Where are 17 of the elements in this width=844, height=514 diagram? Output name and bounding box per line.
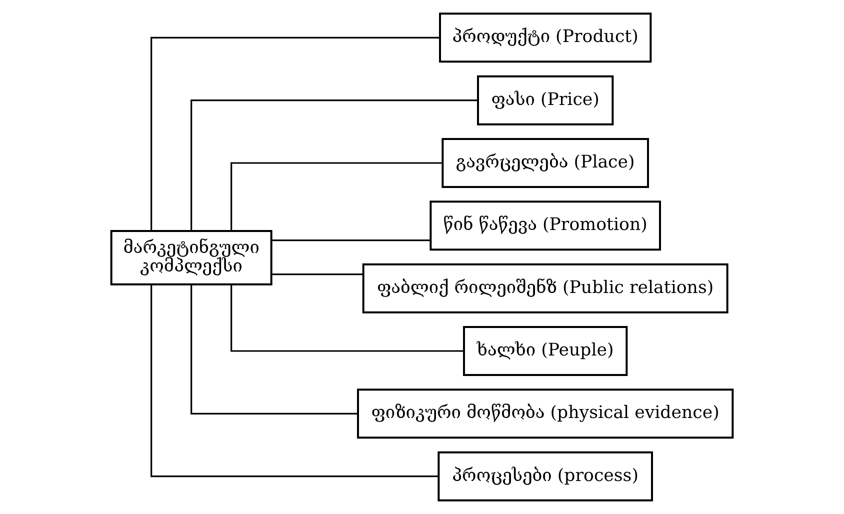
node-box: ფიზიკური მოწმობა (physical evidence)	[357, 388, 734, 439]
node-box: პროდუქტი (Product)	[439, 12, 652, 63]
connector	[230, 162, 443, 231]
node-box: ფასი (Price)	[477, 75, 614, 126]
node-box: წინ წაწევა (Promotion)	[430, 200, 661, 251]
connector	[230, 284, 464, 352]
connector	[150, 36, 440, 231]
node-box: პროცესები (process)	[438, 451, 653, 502]
node-box: მარკეტინგული კომპლექსი	[110, 230, 272, 286]
node-box: ხალხი (Peuple)	[463, 326, 628, 376]
connector	[272, 274, 364, 276]
node-box: გავრცელება (Place)	[442, 138, 649, 188]
connector	[190, 284, 358, 414]
connector	[190, 100, 478, 231]
connector	[150, 284, 438, 478]
node-box: ფაბლიქ რილეიშენზ (Public relations)	[362, 263, 728, 314]
connector	[272, 240, 430, 242]
